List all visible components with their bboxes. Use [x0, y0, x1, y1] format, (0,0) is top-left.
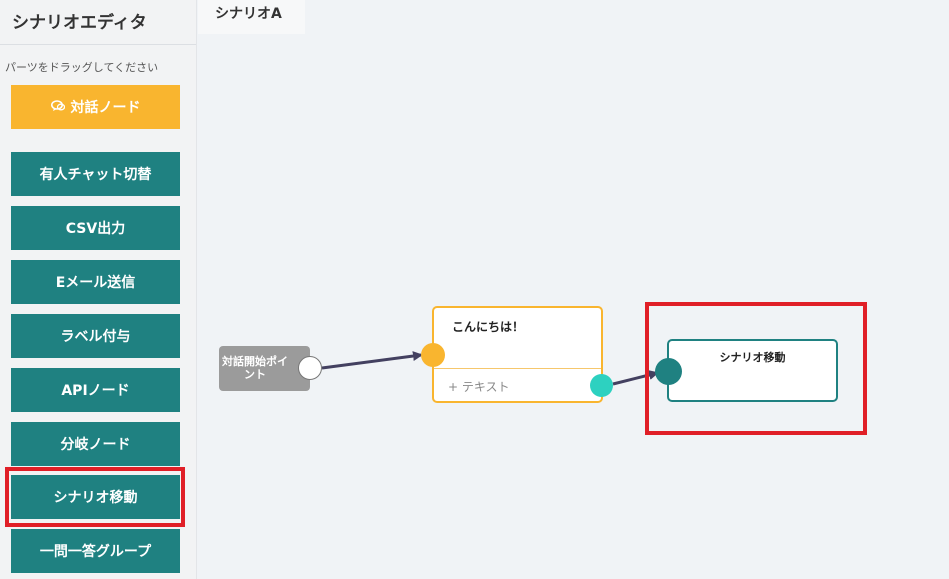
palette-button-label: 有人チャット切替 — [39, 167, 152, 183]
palette-button-label: 対話ノード — [70, 100, 141, 116]
palette-dialog-node-button[interactable]: 対話ノード — [11, 85, 180, 129]
node-palette-sidebar: シナリオエディタ パーツをドラッグしてください 対話ノード 有人チャット切替 C… — [0, 0, 197, 579]
sidebar-hint: パーツをドラッグしてください — [5, 61, 159, 74]
palette-button-label: CSV出力 — [65, 221, 126, 237]
sidebar-title: シナリオエディタ — [12, 13, 147, 33]
dialog-output-port[interactable] — [590, 374, 613, 397]
palette-csv-export-button[interactable]: CSV出力 — [11, 206, 180, 250]
tab-scenario-a[interactable]: シナリオA — [198, 0, 305, 34]
edge-start-to-dialog — [321, 351, 423, 370]
palette-button-label: APIノード — [61, 383, 130, 399]
palette-button-label: ラベル付与 — [60, 329, 131, 345]
palette-button-label: シナリオ移動 — [53, 490, 138, 506]
palette-qa-group-button[interactable]: 一問一答グループ — [11, 529, 180, 573]
palette-email-send-button[interactable]: Eメール送信 — [11, 260, 180, 304]
scenario-move-node[interactable]: シナリオ移動 — [667, 339, 838, 402]
palette-api-node-button[interactable]: APIノード — [11, 368, 180, 412]
start-point-node[interactable]: 対話開始ポイント — [219, 346, 310, 391]
palette-label-assign-button[interactable]: ラベル付与 — [11, 314, 180, 358]
start-point-label: 対話開始ポイント — [222, 355, 288, 381]
add-text-button[interactable]: + テキスト — [448, 380, 510, 394]
palette-human-chat-switch-button[interactable]: 有人チャット切替 — [11, 152, 180, 196]
palette-button-label: 分岐ノード — [60, 437, 131, 453]
scenario-move-node-title: シナリオ移動 — [719, 351, 786, 364]
start-output-port[interactable] — [298, 356, 322, 380]
dialog-node[interactable]: こんにちは！ + テキスト — [432, 306, 603, 403]
dialog-input-port[interactable] — [421, 343, 445, 367]
dialog-node-divider — [434, 368, 601, 369]
scenario-move-input-port[interactable] — [655, 358, 682, 385]
palette-button-label: Eメール送信 — [55, 275, 136, 291]
palette-branch-node-button[interactable]: 分岐ノード — [11, 422, 180, 466]
palette-scenario-move-button[interactable]: シナリオ移動 — [11, 475, 180, 519]
chat-bubble-icon — [50, 99, 65, 115]
palette-button-label: 一問一答グループ — [39, 544, 152, 560]
dialog-node-title: こんにちは！ — [452, 320, 525, 334]
sidebar-divider — [0, 44, 196, 45]
edge-dialog-to-scenario — [612, 370, 659, 386]
